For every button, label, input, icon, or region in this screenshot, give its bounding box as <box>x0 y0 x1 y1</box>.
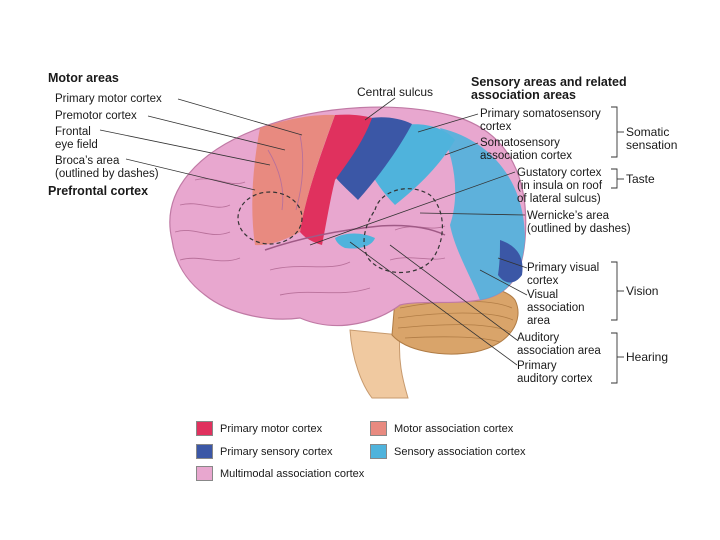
group-taste: Taste <box>626 173 655 186</box>
legend-primary-sensory: Primary sensory cortex <box>196 444 332 459</box>
label-premotor: Premotor cortex <box>55 110 137 123</box>
group-brackets <box>611 107 624 383</box>
label-auditory-association: Auditory association area <box>517 332 601 358</box>
legend-swatch <box>370 444 387 459</box>
label-primary-motor: Primary motor cortex <box>55 93 162 106</box>
legend-swatch <box>196 444 213 459</box>
label-broca: Broca’s area (outlined by dashes) <box>55 155 159 181</box>
label-gustatory: Gustatory cortex (in insula on roof of l… <box>517 167 602 206</box>
label-primary-somatosensory: Primary somatosensory cortex <box>480 108 601 134</box>
legend-label: Primary motor cortex <box>220 423 322 435</box>
group-somatic-sensation: Somatic sensation <box>626 126 677 152</box>
group-hearing: Hearing <box>626 351 668 364</box>
label-primary-auditory: Primary auditory cortex <box>517 360 592 386</box>
legend-label: Multimodal association cortex <box>220 468 364 480</box>
legend-swatch <box>370 421 387 436</box>
central-sulcus-label: Central sulcus <box>357 86 433 99</box>
motor-areas-heading: Motor areas <box>48 72 119 85</box>
group-vision: Vision <box>626 285 658 298</box>
legend-multimodal-association: Multimodal association cortex <box>196 466 364 481</box>
label-frontal-eye-field: Frontal eye field <box>55 126 98 152</box>
label-wernicke: Wernicke’s area (outlined by dashes) <box>527 210 631 236</box>
label-primary-visual: Primary visual cortex <box>527 262 599 288</box>
prefrontal-heading: Prefrontal cortex <box>48 185 148 198</box>
legend-swatch <box>196 421 213 436</box>
legend-motor-association: Motor association cortex <box>370 421 513 436</box>
label-visual-association: Visual association area <box>527 289 585 328</box>
legend-swatch <box>196 466 213 481</box>
sensory-areas-heading: Sensory areas and related association ar… <box>471 76 627 102</box>
legend-label: Motor association cortex <box>394 423 513 435</box>
legend-primary-motor: Primary motor cortex <box>196 421 322 436</box>
legend-sensory-association: Sensory association cortex <box>370 444 525 459</box>
legend-label: Sensory association cortex <box>394 446 525 458</box>
legend-label: Primary sensory cortex <box>220 446 332 458</box>
label-somatosensory-association: Somatosensory association cortex <box>480 137 572 163</box>
